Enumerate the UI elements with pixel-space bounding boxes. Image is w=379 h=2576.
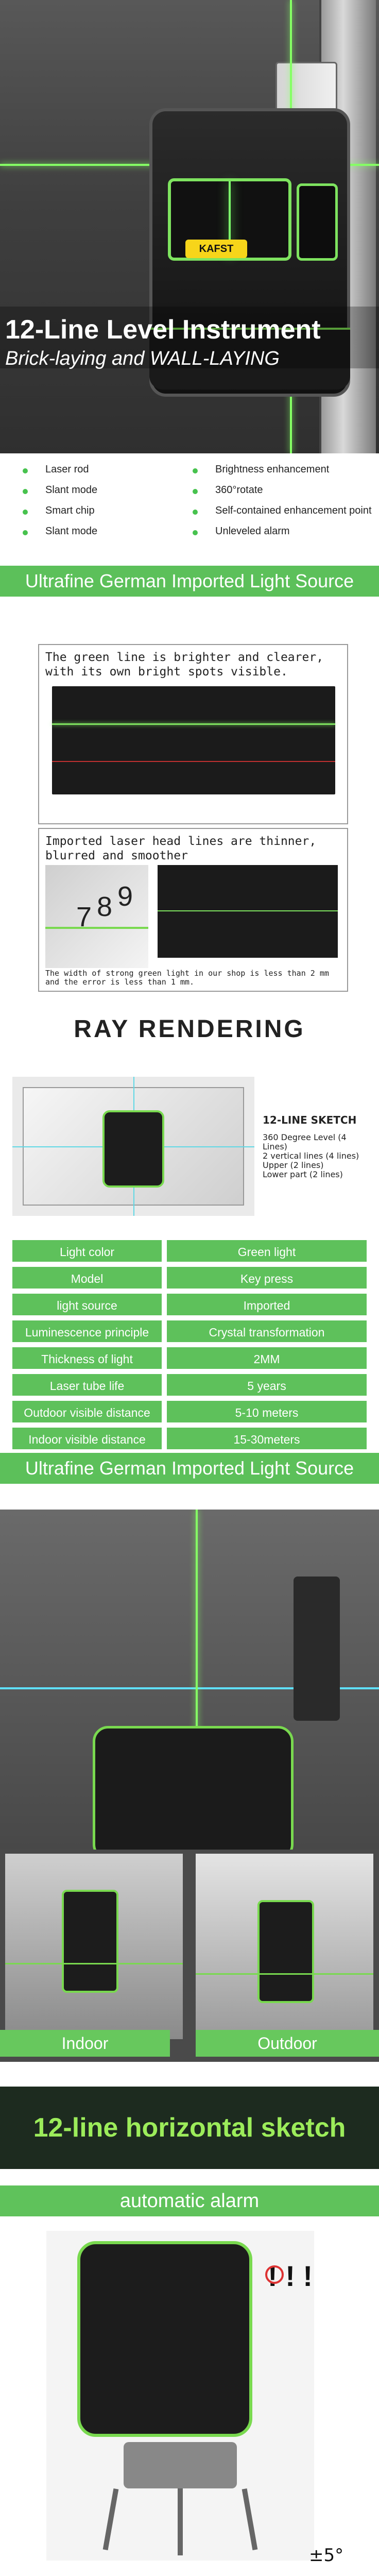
comparison-panel-1: The green line is brighter and clearer, … bbox=[38, 644, 348, 824]
hero-title: 12-Line Level Instrument bbox=[5, 315, 321, 345]
laser-demo-box bbox=[158, 865, 338, 958]
hero-section: KAFST 12-Line Level Instrument Brick-lay… bbox=[0, 0, 379, 453]
sketch-banner: 12-line horizontal sketch bbox=[0, 2087, 379, 2169]
laser-device bbox=[62, 1890, 118, 1993]
indoor-outdoor-section: Indoor Outdoor bbox=[0, 1850, 379, 2062]
ruler-image: 7 8 9 bbox=[45, 865, 148, 968]
angle-label: ±5° bbox=[309, 2545, 344, 2566]
panel-caption: The width of strong green light in our s… bbox=[45, 969, 329, 987]
spec-value: 5-10 meters bbox=[166, 1400, 368, 1423]
ruler-number: 8 bbox=[97, 891, 113, 922]
tripod-leg bbox=[102, 2488, 119, 2550]
feature-text: Brightness enhancement bbox=[215, 464, 330, 475]
laser-window-right bbox=[297, 183, 338, 261]
spec-label: Thickness of light bbox=[11, 1346, 163, 1370]
green-laser-line bbox=[45, 927, 148, 929]
spec-value: Key press bbox=[166, 1266, 368, 1290]
bullet-icon bbox=[193, 468, 198, 473]
feature-text: 360°rotate bbox=[215, 484, 263, 496]
spec-label: Luminescence principle bbox=[11, 1319, 163, 1343]
red-laser-line bbox=[52, 761, 335, 762]
laser-line-vertical bbox=[196, 1510, 198, 1860]
brand-badge: KAFST bbox=[185, 240, 247, 258]
wall-bracket bbox=[294, 1577, 340, 1721]
sketch-illustration bbox=[12, 1077, 254, 1216]
feature-text: Laser rod bbox=[45, 464, 89, 475]
feature-text: Smart chip bbox=[45, 505, 95, 516]
bullet-icon bbox=[193, 510, 198, 515]
sketch-line: Upper (2 lines) bbox=[263, 1160, 324, 1170]
laser-device bbox=[93, 1726, 294, 1860]
tripod-leg bbox=[178, 2488, 183, 2555]
laser-device bbox=[257, 1900, 314, 2003]
panel-text: Imported laser head lines are thinner, b… bbox=[45, 835, 317, 862]
feature-text: Self-contained enhancement point bbox=[215, 505, 372, 516]
feature-text: Slant mode bbox=[45, 484, 98, 496]
sketch-line: 360 Degree Level (4 Lines) bbox=[263, 1132, 347, 1151]
bullet-icon bbox=[193, 489, 198, 494]
feature-text: Slant mode bbox=[45, 526, 98, 537]
outdoor-photo bbox=[196, 1854, 373, 2039]
ruler-number: 9 bbox=[117, 881, 133, 912]
section-band: Ultrafine German Imported Light Source bbox=[0, 1453, 379, 1484]
alarm-banner: automatic alarm bbox=[0, 2185, 379, 2216]
hero-subtitle: Brick-laying and WALL-LAYING bbox=[5, 348, 280, 369]
section-title: RAY RENDERING bbox=[74, 1015, 305, 1043]
product-photo bbox=[0, 1510, 379, 1860]
spec-label: Laser tube life bbox=[11, 1373, 163, 1397]
outdoor-label: Outdoor bbox=[196, 2030, 379, 2057]
laser-line-horizontal bbox=[5, 1963, 183, 1964]
spec-value: Crystal transformation bbox=[166, 1319, 368, 1343]
sketch-legend: 12-LINE SKETCH 360 Degree Level (4 Lines… bbox=[263, 1115, 371, 1179]
device-base bbox=[124, 2442, 237, 2488]
green-laser-line bbox=[52, 723, 335, 725]
comparison-panel-2: Imported laser head lines are thinner, b… bbox=[38, 828, 348, 992]
spec-label: Light color bbox=[11, 1239, 163, 1263]
bullet-icon bbox=[23, 530, 28, 535]
sketch-line: 2 vertical lines (4 lines) bbox=[263, 1151, 359, 1161]
laser-device bbox=[102, 1110, 164, 1188]
green-laser-line bbox=[158, 910, 338, 911]
spec-value: Green light bbox=[166, 1239, 368, 1263]
bullet-icon bbox=[23, 510, 28, 515]
bullet-icon bbox=[23, 489, 28, 494]
sketch-title: 12-LINE SKETCH bbox=[263, 1114, 357, 1126]
bullet-icon bbox=[193, 530, 198, 535]
section-band: Ultrafine German Imported Light Source bbox=[0, 566, 379, 597]
spec-label: light source bbox=[11, 1293, 163, 1316]
spec-label: Model bbox=[11, 1266, 163, 1290]
spec-label: Indoor visible distance bbox=[11, 1427, 163, 1450]
features-list: Laser rod Slant mode Smart chip Slant mo… bbox=[23, 464, 372, 546]
panel-text: The green line is brighter and clearer, … bbox=[45, 651, 324, 679]
indoor-label: Indoor bbox=[0, 2030, 170, 2057]
laser-device bbox=[77, 2241, 252, 2437]
tripod-leg bbox=[242, 2488, 258, 2550]
laser-demo-box bbox=[52, 686, 335, 794]
spec-value: 2MM bbox=[166, 1346, 368, 1370]
spec-label: Outdoor visible distance bbox=[11, 1400, 163, 1423]
sound-wave-icon bbox=[265, 2265, 284, 2284]
laser-line-horizontal bbox=[0, 1687, 379, 1689]
sketch-line: Lower part (2 lines) bbox=[263, 1170, 343, 1179]
spec-value: 15-30meters bbox=[166, 1427, 368, 1450]
hero-title-backdrop bbox=[0, 307, 379, 368]
spec-value: Imported bbox=[166, 1293, 368, 1316]
device-base bbox=[149, 328, 350, 389]
laser-line-horizontal bbox=[196, 1973, 373, 1975]
alarm-device-image bbox=[46, 2231, 314, 2561]
spec-value: 5 years bbox=[166, 1373, 368, 1397]
indoor-photo bbox=[5, 1854, 183, 2039]
feature-text: Unleveled alarm bbox=[215, 526, 290, 537]
bullet-icon bbox=[23, 468, 28, 473]
